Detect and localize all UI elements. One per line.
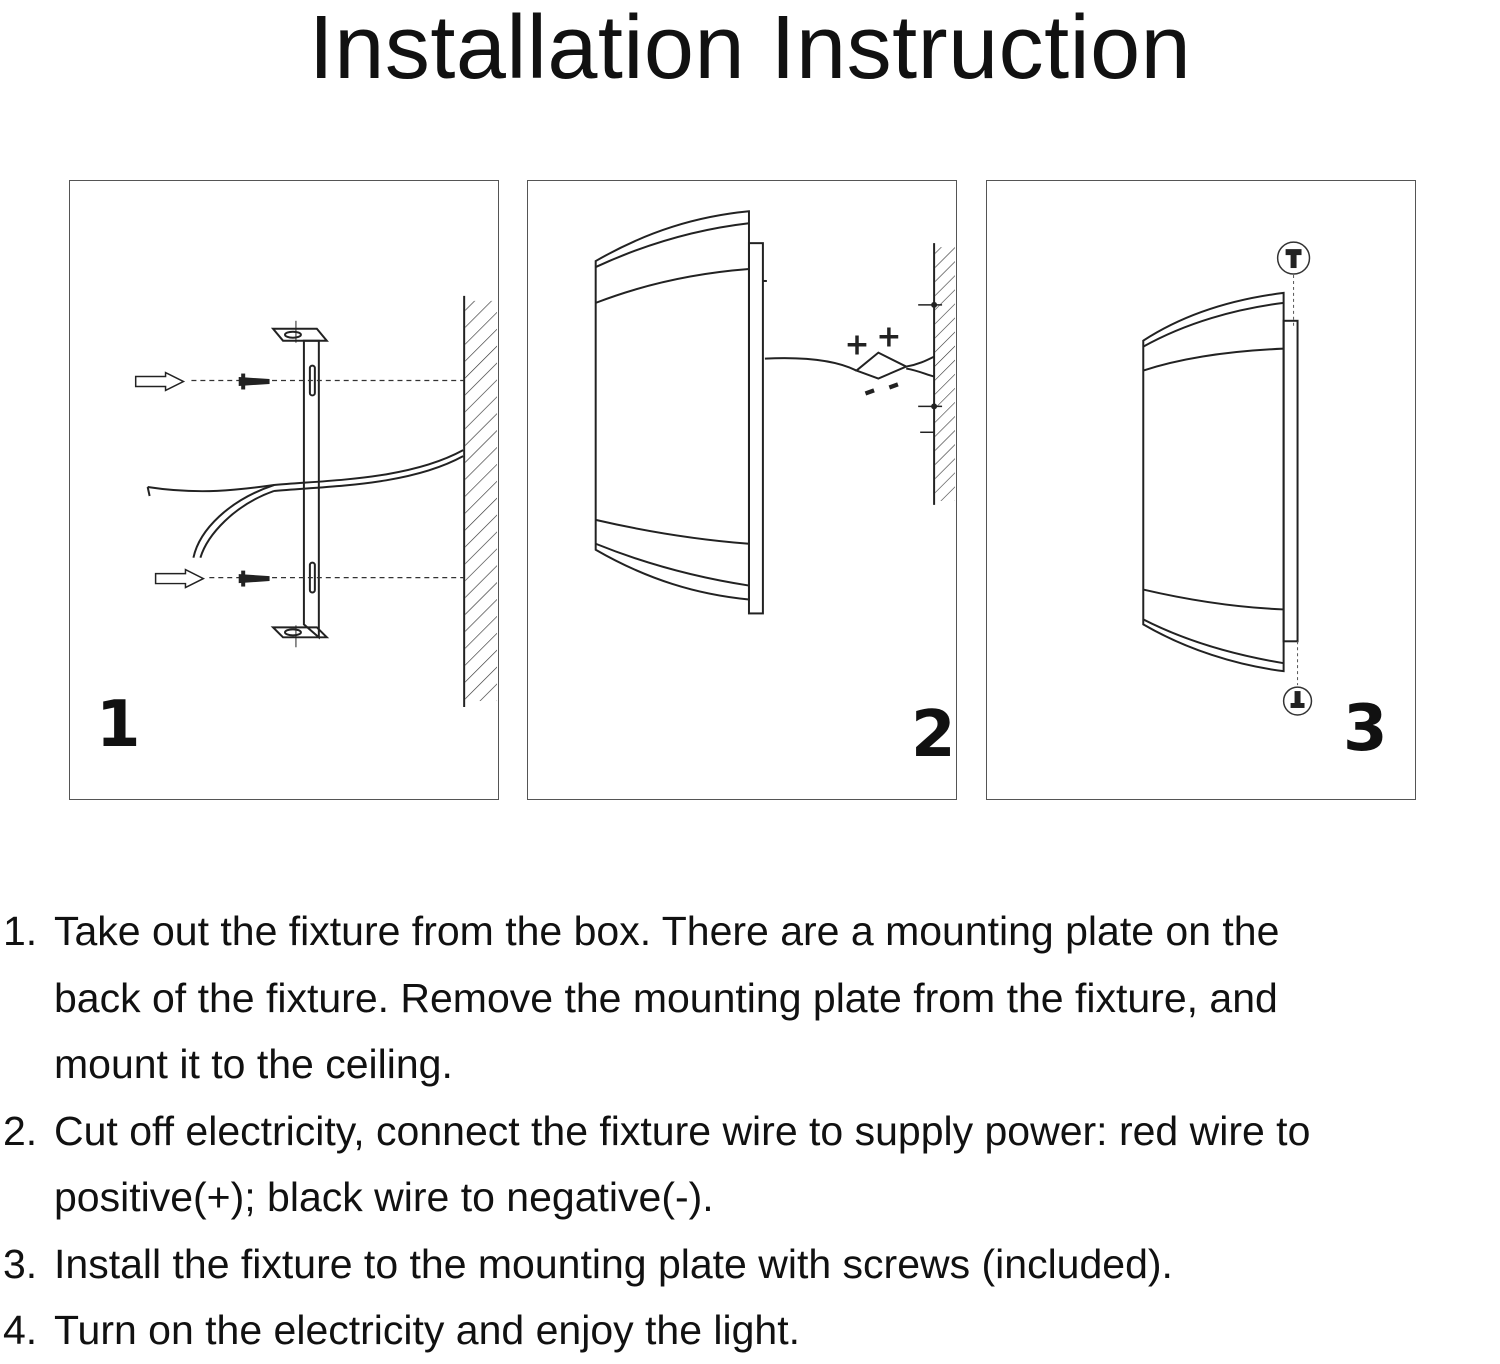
step-line: mount it to the ceiling.	[54, 1041, 453, 1087]
step-number-3: 3	[1343, 692, 1388, 766]
connection-wire	[764, 351, 935, 380]
step-line: Turn on the electricity and enjoy the li…	[54, 1307, 801, 1353]
instruction-list: 1. Take out the fixture from the box. Th…	[0, 898, 1500, 1364]
step-3-diagram: 3	[986, 180, 1416, 800]
step-number-2: 2	[911, 698, 956, 772]
instruction-step-3: 3. Install the fixture to the mounting p…	[0, 1231, 1500, 1298]
mounting-plate-illustration	[134, 295, 498, 707]
step-line: Take out the fixture from the box. There…	[54, 908, 1280, 954]
step-number: 2.	[3, 1107, 38, 1154]
arrow-icon	[134, 371, 206, 589]
step-line: Cut off electricity, connect the fixture…	[54, 1107, 1311, 1154]
step-line: Install the fixture to the mounting plat…	[54, 1240, 1173, 1287]
light-fixture	[1142, 291, 1299, 673]
step-line: back of the fixture. Remove the mounting…	[54, 974, 1278, 1021]
screw-guide-lines	[1293, 275, 1299, 686]
screw-guide-lines	[191, 379, 465, 579]
step-2-diagram: + + - - 2	[527, 180, 957, 800]
fixture-wire	[146, 449, 464, 558]
step-1-diagram: 1	[69, 180, 499, 800]
instruction-step-1: 1. Take out the fixture from the box. Th…	[0, 898, 1500, 1098]
step-number: 4.	[3, 1307, 38, 1353]
light-fixture	[594, 210, 767, 615]
step-number: 1.	[3, 908, 38, 954]
step-line: positive(+); black wire to negative(-).	[54, 1174, 714, 1220]
wire-connection-illustration: + + - -	[594, 210, 956, 615]
plus-sign: +	[876, 320, 901, 355]
instruction-step-2: 2. Cut off electricity, connect the fixt…	[0, 1098, 1500, 1231]
screw-icon	[238, 373, 270, 587]
polarity-marks: + + - -	[845, 320, 906, 410]
plus-sign: +	[845, 328, 870, 363]
wall-hatch	[463, 295, 498, 707]
installed-fixture-illustration	[1142, 241, 1313, 716]
instruction-step-4: 4. Turn on the electricity and enjoy the…	[0, 1297, 1500, 1364]
screw-icon	[1276, 241, 1313, 716]
step-number: 3.	[3, 1240, 38, 1287]
wall-hatch	[918, 243, 956, 505]
minus-sign: -	[881, 367, 905, 404]
page-title: Installation Instruction	[308, 0, 1192, 98]
step-number-1: 1	[96, 688, 141, 762]
